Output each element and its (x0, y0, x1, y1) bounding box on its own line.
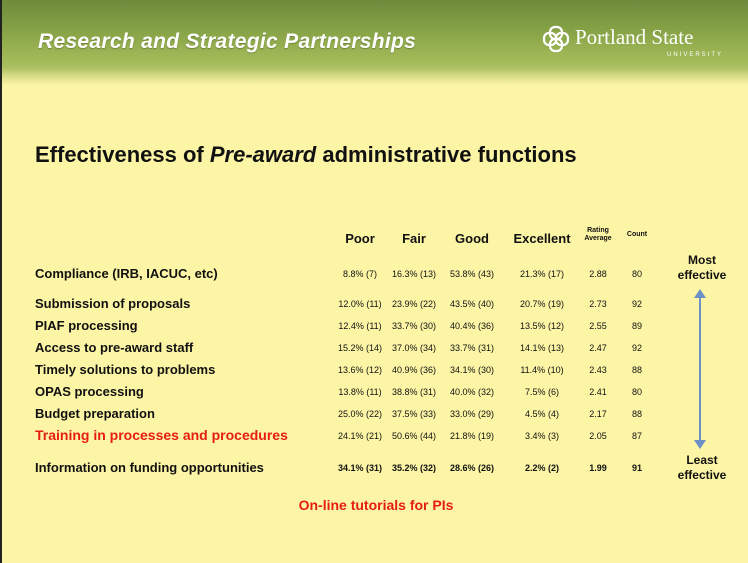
cell-avg: 2.88 (589, 269, 607, 279)
cell-fair: 35.2% (32) (391, 463, 437, 473)
cell-excellent: 11.4% (10) (520, 365, 564, 375)
cell-poor: 12.0% (11) (338, 299, 382, 309)
cell-excellent: 4.5% (4) (524, 409, 559, 419)
cell-excellent: 13.5% (12) (519, 321, 565, 331)
cell-fair: 40.9% (36) (391, 365, 437, 375)
cell-fair: 50.6% (44) (391, 431, 437, 441)
cell-count: 88 (631, 409, 642, 419)
cell-avg: 2.41 (589, 387, 607, 397)
cell-fair: 16.3% (13) (391, 269, 437, 279)
banner-title: Research and Strategic Partnerships (38, 30, 417, 53)
row-label: PIAF processing (35, 318, 138, 333)
cell-count: 91 (631, 463, 642, 473)
cell-avg: 2.43 (589, 365, 607, 375)
cell-avg: 2.73 (589, 299, 607, 309)
cell-poor: 15.2% (14) (337, 343, 383, 353)
page-title: Effectiveness of Pre-award administrativ… (35, 142, 577, 167)
cell-fair: 37.5% (33) (391, 409, 437, 419)
cell-fair: 33.7% (30) (391, 321, 437, 331)
row-label: Budget preparation (35, 406, 155, 421)
cell-avg: 2.05 (589, 431, 607, 441)
cell-fair: 38.8% (31) (391, 387, 437, 397)
row-label: Access to pre-award staff (35, 340, 194, 355)
cell-good: 33.0% (29) (449, 409, 495, 419)
cell-count: 87 (631, 431, 642, 441)
cell-poor: 25.0% (22) (337, 409, 383, 419)
column-header-rating-average: Rating Average (584, 227, 612, 242)
cell-count: 92 (631, 343, 642, 353)
cell-count: 92 (631, 299, 642, 309)
column-header-good: Good (455, 231, 489, 246)
cell-good: 28.6% (26) (449, 463, 495, 473)
cell-excellent: 2.2% (2) (524, 463, 559, 473)
row-label: OPAS processing (35, 384, 144, 399)
cell-excellent: 3.4% (3) (524, 431, 559, 441)
cell-excellent: 7.5% (6) (524, 387, 559, 397)
cell-good: 34.1% (30) (449, 365, 495, 375)
cell-excellent: 14.1% (13) (519, 343, 565, 353)
cell-avg: 2.47 (589, 343, 607, 353)
cell-good: 43.5% (40) (449, 299, 495, 309)
column-header-excellent: Excellent (513, 231, 571, 246)
column-header-fair: Fair (402, 231, 426, 246)
effectiveness-arrow-icon (694, 289, 706, 449)
footer-note: On-line tutorials for PIs (298, 497, 454, 513)
cell-poor: 12.4% (11) (338, 321, 382, 331)
row-label: Compliance (IRB, IACUC, etc) (35, 266, 218, 281)
cell-count: 80 (631, 269, 642, 279)
logo-subtitle: UNIVERSITY (667, 52, 724, 58)
most-effective-label: Most effective (677, 253, 727, 282)
row-label: Timely solutions to problems (35, 362, 216, 377)
column-header-poor: Poor (345, 231, 375, 246)
cell-poor: 34.1% (31) (337, 463, 383, 473)
cell-fair: 37.0% (34) (391, 343, 437, 353)
cell-count: 80 (631, 387, 642, 397)
cell-fair: 23.9% (22) (391, 299, 437, 309)
least-effective-label: Least effective (677, 453, 727, 482)
cell-good: 33.7% (31) (449, 343, 495, 353)
university-logo: Portland State UNIVERSITY (539, 22, 739, 66)
cell-poor: 24.1% (21) (337, 431, 383, 441)
row-label: Submission of proposals (35, 296, 191, 311)
cell-avg: 2.17 (589, 409, 607, 419)
column-header-count: Count (626, 231, 648, 238)
cell-good: 53.8% (43) (449, 269, 495, 279)
cell-avg: 1.99 (589, 463, 607, 473)
cell-excellent: 20.7% (19) (519, 299, 565, 309)
cell-count: 89 (631, 321, 642, 331)
cell-poor: 13.8% (11) (338, 387, 382, 397)
cell-excellent: 21.3% (17) (519, 269, 565, 279)
row-label: Information on funding opportunities (35, 460, 264, 475)
cell-poor: 13.6% (12) (337, 365, 383, 375)
cell-avg: 2.55 (589, 321, 607, 331)
cell-good: 21.8% (19) (449, 431, 495, 441)
cell-good: 40.4% (36) (449, 321, 495, 331)
logo-knot-icon (542, 25, 570, 53)
cell-count: 88 (631, 365, 642, 375)
row-label: Training in processes and procedures (35, 427, 288, 443)
cell-good: 40.0% (32) (449, 387, 495, 397)
header-banner: Research and Strategic Partnerships Port… (2, 0, 748, 86)
cell-poor: 8.8% (7) (342, 269, 377, 279)
logo-name: Portland State (575, 25, 694, 49)
